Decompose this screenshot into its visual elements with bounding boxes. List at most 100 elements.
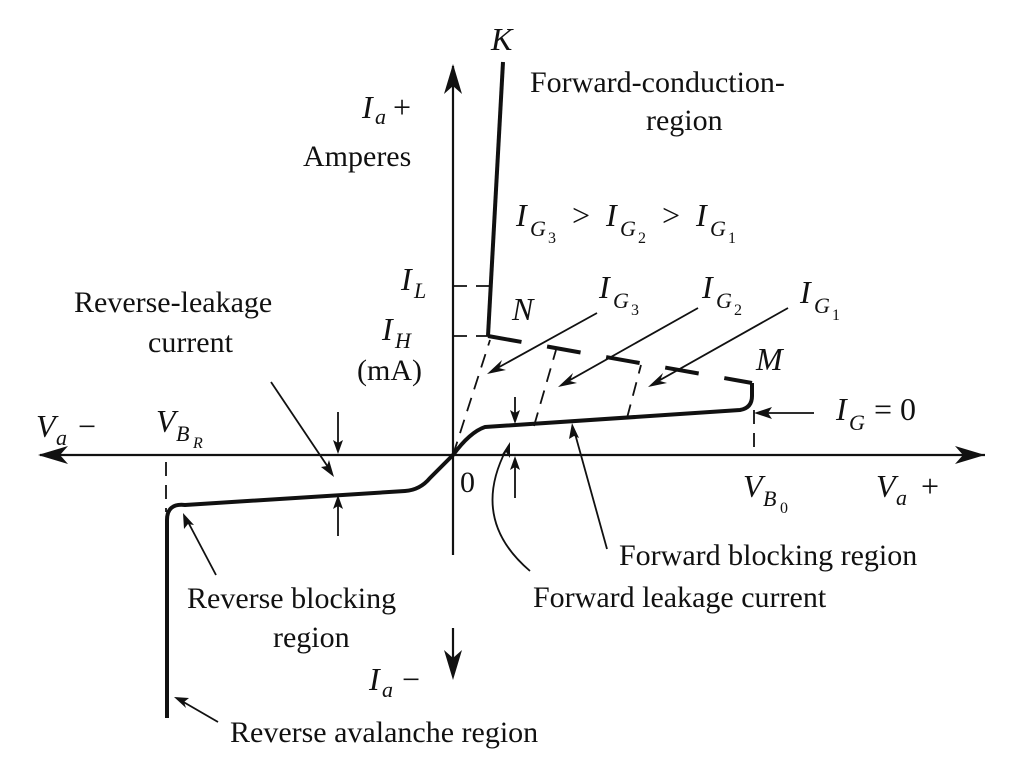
reverse-leakage-pointer-arrowhead — [321, 460, 334, 477]
svg-text:B: B — [176, 421, 189, 446]
svg-text:V: V — [743, 468, 766, 504]
x-positive-axis-label: V a + — [876, 468, 939, 510]
holding-current-unit: (mA) — [357, 354, 422, 387]
ig3-pointer-arrowhead — [487, 360, 506, 374]
reverse-blocking-label-line2: region — [273, 621, 350, 654]
reverse-blocking-pointer-arrowhead — [183, 513, 194, 529]
svg-text:a: a — [382, 677, 393, 702]
negative-resistance-dashed-line — [487, 334, 753, 385]
forward-blocking-pointer-line — [573, 429, 608, 550]
svg-text:G: G — [716, 288, 732, 313]
x-axis-negative-arrowhead — [38, 446, 68, 464]
svg-text:I: I — [361, 89, 374, 125]
zero-gate-current-label: I G = 0 — [835, 391, 916, 435]
reverse-avalanche-region-label: Reverse avalanche region — [230, 716, 538, 749]
svg-text:B: B — [763, 486, 776, 511]
forward-conduction-line — [486, 61, 505, 337]
forward-blocking-pointer-arrowhead — [569, 423, 579, 439]
svg-text:−: − — [78, 408, 96, 444]
svg-text:3: 3 — [548, 230, 556, 247]
svg-text:G: G — [620, 216, 636, 241]
svg-text:I: I — [368, 661, 381, 697]
gate-curve-ig2 — [533, 349, 557, 427]
characteristic-curve-main — [165, 383, 754, 718]
zero-gate-pointer-arrowhead — [754, 407, 772, 419]
svg-text:V: V — [876, 468, 899, 504]
svg-text:a: a — [56, 425, 67, 450]
holding-current-label: I H — [381, 311, 412, 353]
ig2-label: I G 2 — [701, 269, 742, 319]
reverse-breakdown-voltage-label: V B R — [156, 403, 203, 452]
ig1-pointer-line — [652, 307, 789, 385]
reverse-leakage-down-arrowhead — [333, 440, 343, 454]
svg-text:2: 2 — [638, 230, 646, 247]
svg-text:+: + — [921, 468, 939, 504]
reverse-leakage-up-arrowhead — [333, 495, 343, 509]
forward-conduction-label-line2: region — [646, 104, 723, 137]
gate-curve-ig3 — [452, 339, 491, 456]
svg-text:a: a — [375, 104, 386, 129]
svg-text:+: + — [393, 89, 411, 125]
reverse-leakage-label-line2: current — [148, 326, 234, 359]
svg-text:V: V — [36, 408, 59, 444]
reverse-leakage-label-line1: Reverse-leakage — [74, 286, 272, 319]
svg-text:I: I — [701, 269, 714, 305]
forward-conduction-label-line1: Forward-conduction- — [530, 66, 785, 99]
svg-text:H: H — [394, 328, 412, 353]
svg-text:2: 2 — [734, 302, 742, 319]
forward-leakage-down-arrowhead — [510, 410, 520, 424]
ig2-pointer-line — [562, 307, 699, 385]
svg-text:V: V — [156, 403, 179, 439]
x-axis-positive-arrowhead — [955, 446, 985, 464]
point-k-label: K — [490, 21, 514, 57]
svg-text:G: G — [613, 288, 629, 313]
reverse-blocking-label-line1: Reverse blocking — [187, 582, 396, 615]
svg-text:G: G — [530, 216, 546, 241]
svg-text:1: 1 — [832, 307, 840, 324]
gate-current-inequality: I G 3 > I G 2 > I G 1 — [515, 197, 736, 247]
ig1-label: I G 1 — [799, 274, 840, 324]
svg-text:0: 0 — [780, 500, 788, 517]
forward-breakover-voltage-label: V B 0 — [743, 468, 788, 517]
svg-text:R: R — [192, 435, 203, 452]
ig3-pointer-line — [491, 312, 598, 372]
svg-text:I: I — [381, 311, 394, 347]
svg-text:I: I — [598, 269, 611, 305]
y-negative-axis-label: I a − — [368, 661, 420, 702]
latching-current-label: I L — [400, 261, 426, 303]
y-axis-negative-arrowhead — [444, 650, 462, 680]
svg-text:1: 1 — [728, 230, 736, 247]
gate-curve-ig1 — [626, 364, 642, 419]
svg-text:I: I — [605, 197, 618, 233]
ig1-pointer-arrowhead — [648, 373, 667, 387]
svg-text:I: I — [400, 261, 413, 297]
origin-label: 0 — [460, 466, 475, 499]
reverse-avalanche-pointer-arrowhead — [174, 697, 189, 708]
svg-text:−: − — [402, 661, 420, 697]
ig2-pointer-arrowhead — [558, 373, 577, 387]
svg-text:I: I — [799, 274, 812, 310]
y-axis-positive-arrowhead — [444, 64, 462, 94]
reverse-leakage-pointer-line — [270, 381, 331, 471]
svg-text:I: I — [515, 197, 528, 233]
svg-text:G: G — [710, 216, 726, 241]
forward-leakage-curved-pointer — [491, 449, 531, 572]
forward-leakage-up-arrowhead — [510, 456, 520, 470]
svg-text:a: a — [896, 485, 907, 510]
forward-blocking-region-label: Forward blocking region — [619, 539, 917, 572]
svg-text:I: I — [695, 197, 708, 233]
y-positive-unit-label: Amperes — [303, 140, 411, 173]
svg-text:G: G — [814, 293, 830, 318]
svg-text:3: 3 — [631, 302, 639, 319]
point-m-label: M — [755, 341, 785, 377]
svg-text:L: L — [413, 278, 426, 303]
x-negative-axis-label: V a − — [36, 408, 96, 450]
point-n-label: N — [511, 291, 535, 327]
svg-text:>: > — [662, 197, 680, 233]
svg-text:I: I — [835, 391, 848, 427]
reverse-avalanche-pointer-line — [179, 699, 219, 723]
svg-text:= 0: = 0 — [866, 391, 916, 427]
forward-leakage-current-label: Forward leakage current — [533, 581, 827, 614]
